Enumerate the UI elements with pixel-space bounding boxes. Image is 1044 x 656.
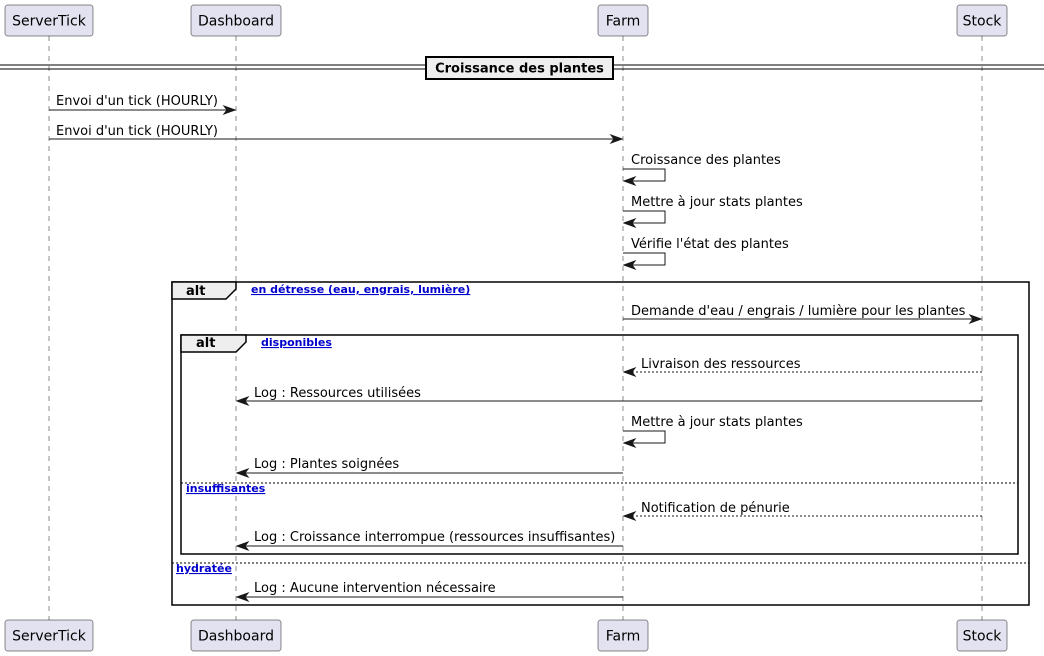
message-label: Log : Aucune intervention nécessaire	[254, 581, 496, 596]
message-demande-ressources: Demande d'eau / engrais / lumière pour l…	[623, 304, 983, 325]
message-label: Log : Plantes soignées	[254, 457, 399, 472]
participant-label: ServerTick	[12, 629, 87, 645]
participant-label: Dashboard	[198, 14, 274, 30]
message-tick-to-farm: Envoi d'un tick (HOURLY)	[49, 124, 624, 145]
fragment-keyword: alt	[196, 336, 215, 351]
message-self-croissance: Croissance des plantes	[622, 153, 781, 187]
participant-stock-top: Stock	[956, 4, 1008, 37]
fragment-guard: disponibles	[261, 336, 332, 349]
message-self-verifie: Vérifie l'état des plantes	[622, 237, 789, 271]
message-log-soignees: Log : Plantes soignées	[235, 457, 623, 479]
message-label: Envoi d'un tick (HOURLY)	[56, 124, 218, 139]
participant-farm-top: Farm	[597, 4, 649, 37]
participant-farm-bottom: Farm	[597, 619, 649, 652]
message-label: Livraison des ressources	[641, 357, 801, 372]
participant-servertick-top: ServerTick	[4, 4, 94, 37]
message-label: Log : Ressources utilisées	[254, 386, 421, 401]
message-label: Demande d'eau / engrais / lumière pour l…	[631, 304, 966, 319]
message-label: Mettre à jour stats plantes	[631, 195, 803, 210]
message-label: Vérifie l'état des plantes	[631, 237, 789, 252]
message-log-ressources: Log : Ressources utilisées	[235, 386, 982, 407]
participant-dashboard-top: Dashboard	[190, 4, 282, 37]
alt-fragment-outer: alt en détresse (eau, engrais, lumière) …	[171, 281, 1030, 606]
message-label: Croissance des plantes	[631, 153, 781, 168]
fragment-else-guard: hydratée	[176, 562, 232, 575]
divider: Croissance des plantes	[0, 56, 1044, 80]
message-self-stats-1: Mettre à jour stats plantes	[622, 195, 803, 229]
participant-label: Farm	[606, 629, 641, 645]
fragment-keyword: alt	[186, 284, 205, 299]
message-label: Log : Croissance interrompue (ressources…	[254, 530, 615, 545]
message-label: Notification de pénurie	[641, 501, 790, 516]
alt-fragment-inner: alt disponibles insuffisantes	[180, 334, 1019, 555]
participant-label: Stock	[963, 629, 1003, 645]
message-label: Envoi d'un tick (HOURLY)	[56, 94, 218, 109]
participant-label: Dashboard	[198, 629, 274, 645]
message-livraison: Livraison des ressources	[622, 357, 982, 378]
fragment-else-guard: insuffisantes	[186, 482, 266, 495]
message-log-interrompue: Log : Croissance interrompue (ressources…	[235, 530, 623, 552]
participant-dashboard-bottom: Dashboard	[190, 619, 282, 652]
message-self-stats-2: Mettre à jour stats plantes	[622, 415, 803, 449]
fragment-guard: en détresse (eau, engrais, lumière)	[251, 283, 470, 296]
message-tick-to-dashboard: Envoi d'un tick (HOURLY)	[49, 94, 237, 116]
participant-label: Farm	[606, 14, 641, 30]
message-label: Mettre à jour stats plantes	[631, 415, 803, 430]
divider-label: Croissance des plantes	[435, 62, 604, 77]
participant-stock-bottom: Stock	[956, 619, 1008, 652]
participant-label: Stock	[963, 14, 1003, 30]
participant-label: ServerTick	[12, 14, 87, 30]
message-penurie: Notification de pénurie	[622, 501, 982, 522]
participant-servertick-bottom: ServerTick	[4, 619, 94, 652]
message-log-aucune: Log : Aucune intervention nécessaire	[235, 581, 623, 603]
